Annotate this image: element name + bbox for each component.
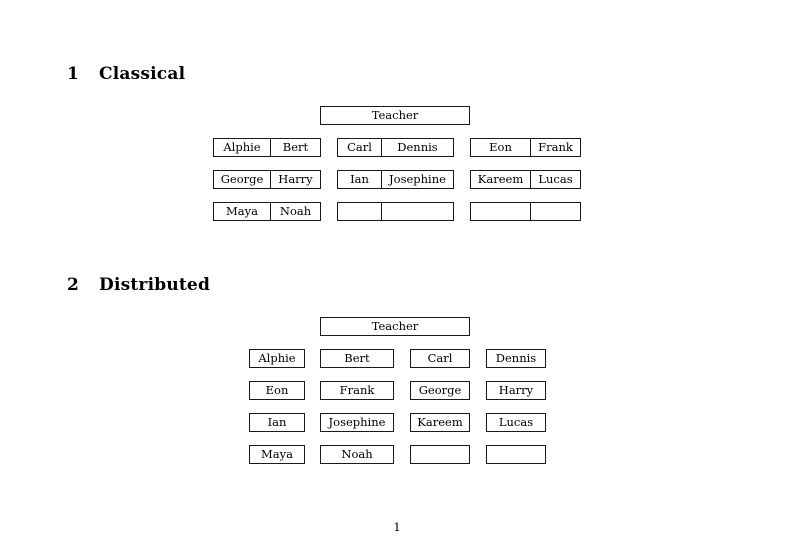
name-box: Ian bbox=[249, 413, 305, 432]
table-cell: Lucas bbox=[530, 171, 580, 188]
section-title: Classical bbox=[99, 64, 186, 84]
page-number: 1 bbox=[393, 520, 401, 534]
name-box: Alphie bbox=[249, 349, 305, 368]
table-cell: Noah bbox=[270, 203, 320, 220]
table-cell: Bert bbox=[270, 139, 320, 156]
table-cell: Josephine bbox=[381, 171, 453, 188]
table-cell-empty bbox=[381, 203, 453, 220]
teacher-box-distributed: Teacher bbox=[320, 317, 470, 336]
table-cell: Maya bbox=[226, 203, 258, 218]
table-cell: Alphie bbox=[223, 139, 261, 154]
table-cell: Ian bbox=[350, 171, 369, 186]
name-box: Bert bbox=[320, 349, 394, 368]
table-cell-empty bbox=[471, 203, 530, 220]
section-heading-classical: 1 Classical bbox=[67, 64, 185, 84]
table-row: George Harry bbox=[213, 170, 321, 189]
name-box: Noah bbox=[320, 445, 394, 464]
table-row: Eon Frank bbox=[470, 138, 581, 157]
table-row: Alphie Bert bbox=[213, 138, 321, 157]
name-box: Frank bbox=[320, 381, 394, 400]
name-box: Kareem bbox=[410, 413, 470, 432]
name-box: Harry bbox=[486, 381, 546, 400]
table-cell: Carl bbox=[347, 139, 372, 154]
table-cell: George bbox=[220, 171, 264, 186]
table-row: Maya Noah bbox=[213, 202, 321, 221]
section-heading-distributed: 2 Distributed bbox=[67, 275, 210, 295]
section-number: 1 bbox=[67, 64, 80, 84]
name-box: George bbox=[410, 381, 470, 400]
name-box: Dennis bbox=[486, 349, 546, 368]
name-box: Josephine bbox=[320, 413, 394, 432]
name-box-empty bbox=[410, 445, 470, 464]
table-row: Carl Dennis bbox=[337, 138, 454, 157]
section-number: 2 bbox=[67, 275, 80, 295]
name-box: Maya bbox=[249, 445, 305, 464]
table-cell-empty bbox=[338, 203, 381, 220]
table-cell: Dennis bbox=[381, 139, 453, 156]
table-row: Kareem Lucas bbox=[470, 170, 581, 189]
table-cell: Frank bbox=[530, 139, 580, 156]
table-row-empty bbox=[470, 202, 581, 221]
name-box: Carl bbox=[410, 349, 470, 368]
name-box-empty bbox=[486, 445, 546, 464]
table-row-empty bbox=[337, 202, 454, 221]
name-box: Eon bbox=[249, 381, 305, 400]
table-cell: Harry bbox=[270, 171, 320, 188]
table-row: Ian Josephine bbox=[337, 170, 454, 189]
name-box: Lucas bbox=[486, 413, 546, 432]
section-title: Distributed bbox=[99, 275, 211, 295]
teacher-box-classical: Teacher bbox=[320, 106, 470, 125]
table-cell: Kareem bbox=[477, 171, 524, 186]
table-cell-empty bbox=[530, 203, 580, 220]
table-cell: Eon bbox=[489, 139, 512, 154]
